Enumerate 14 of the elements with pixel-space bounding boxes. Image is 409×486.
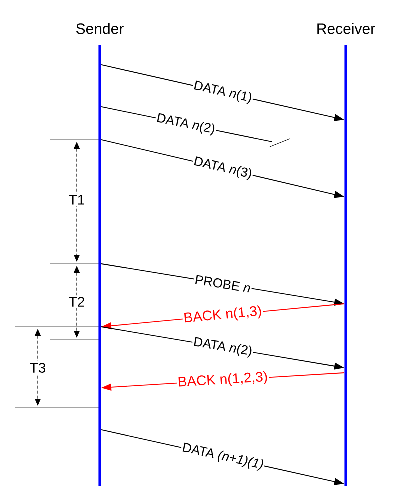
node-label: Receiver (318, 23, 376, 34)
interval-label: T1 (67, 194, 87, 206)
lifeline: Receiver (318, 23, 376, 486)
edge-label: BACK n(1,3) (182, 304, 264, 327)
interval-label: T2 (67, 296, 87, 308)
edge-label: DATA (n+1)(1) (180, 441, 266, 473)
edge-label: DATA n(2) (154, 111, 218, 138)
edge-label: PROBE n (193, 274, 253, 294)
edge-label: DATA n(2) (192, 335, 254, 360)
edge-label: BACK n(1,2,3) (176, 370, 270, 391)
interval-label: T3 (28, 362, 48, 374)
edge-label: DATA n(1) (191, 78, 255, 106)
node-label: Sender (76, 23, 124, 34)
edge-label: DATA n(3) (191, 154, 255, 182)
